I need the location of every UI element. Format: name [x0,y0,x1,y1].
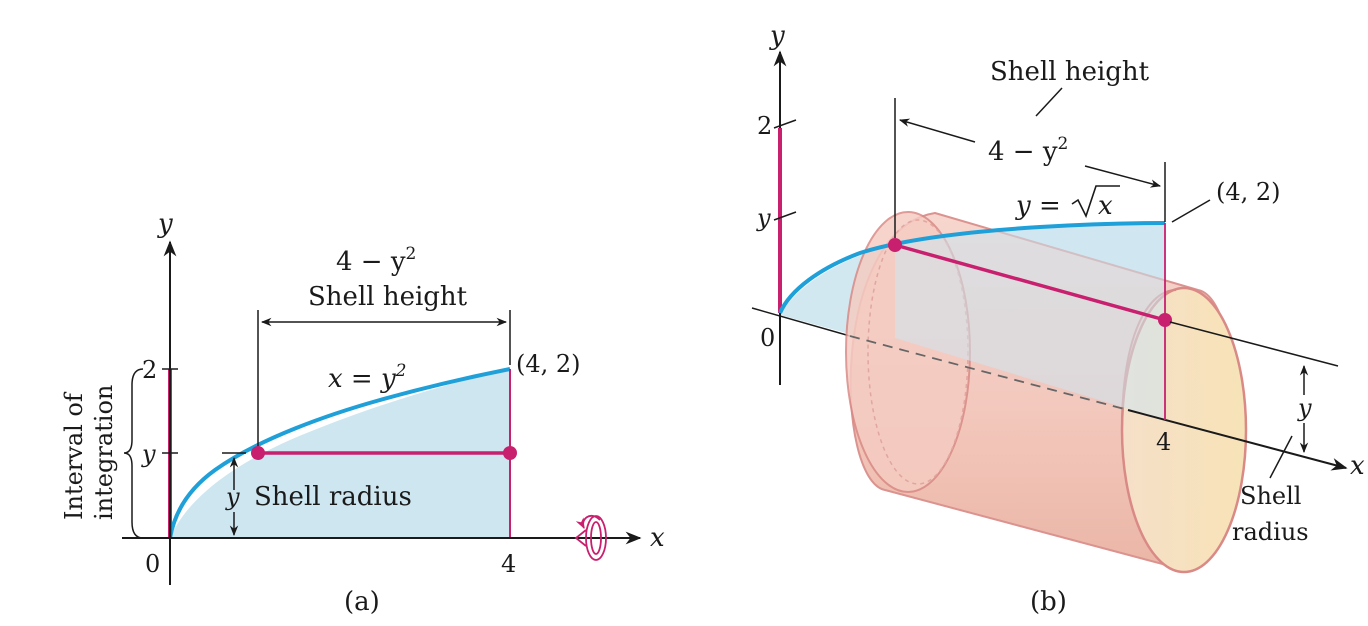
shell-height-label-b: Shell height [990,57,1150,87]
panel-a: x y 2 y 0 4 Interval of integration 4 − … [60,209,665,617]
interval-label-a-2: integration [90,385,118,520]
interval-brace-a [123,368,144,539]
shell-point-left-b [888,238,902,252]
curve-b [778,221,1166,314]
rotation-icon [574,515,607,561]
tick-label-y2-a: 2 [142,356,157,384]
curve-label-b: y = [1015,191,1061,221]
y-axis-label-b: y [769,21,785,51]
tick-label-yy-b: y [756,204,771,232]
caption-b: (b) [1030,587,1067,617]
radius-var-b: y [1297,394,1312,422]
curve-a [168,367,511,539]
tick-label-x4-b: 4 [1156,428,1171,456]
tick-yy-b [773,211,797,221]
tick-label-y2-b: 2 [757,112,772,140]
origin-label-a: 0 [145,550,160,578]
region-b-front [895,223,1165,420]
point-label-a: (4, 2) [516,350,581,378]
shell-point-right-a [503,446,517,460]
radius-var-a: y [225,483,240,511]
height-dim-right-b [1084,165,1162,188]
caption-a: (a) [344,587,380,617]
x-axis-label-b: x [1350,451,1365,481]
shell-segment-b [894,243,1166,322]
shell-radius-label-b-1: Shell [1240,482,1301,510]
x-axis-label-a: x [650,523,665,553]
radius-leader-b [1269,435,1293,479]
shell-point-left-a [251,446,265,460]
tick-label-x4-a: 4 [501,550,516,578]
y-axis-label-a: y [157,209,173,239]
front-axis-b [1169,321,1339,367]
tick-label-yy-a: y [141,440,156,468]
shell-point-right-b [1158,313,1172,327]
panel-b: y 2 y 0 x [751,21,1365,617]
height-dim-left-b [898,118,976,143]
tick-y2-b [773,119,797,129]
x-axis-b-hidden [849,335,1129,411]
shell-height-label-a: Shell height [308,282,468,312]
point-label-b: (4, 2) [1216,178,1281,206]
interval-label-a: Interval of [60,391,88,520]
curve-label-radicand-b: x [1098,191,1113,221]
radical-sign-b [1071,185,1120,219]
height-expr-b: 4 − y2 [988,134,1068,167]
shell-radius-label-b-2: radius [1232,518,1309,546]
x-axis-b-back [751,307,851,337]
shell-radius-label-a: Shell radius [254,482,412,512]
origin-label-b: 0 [760,324,775,352]
point-leader-b [1171,199,1211,223]
curve-label-a: x = y2 [328,361,407,394]
shell-height-leader-b [1035,87,1063,117]
height-expr-a: 4 − y2 [336,244,416,277]
